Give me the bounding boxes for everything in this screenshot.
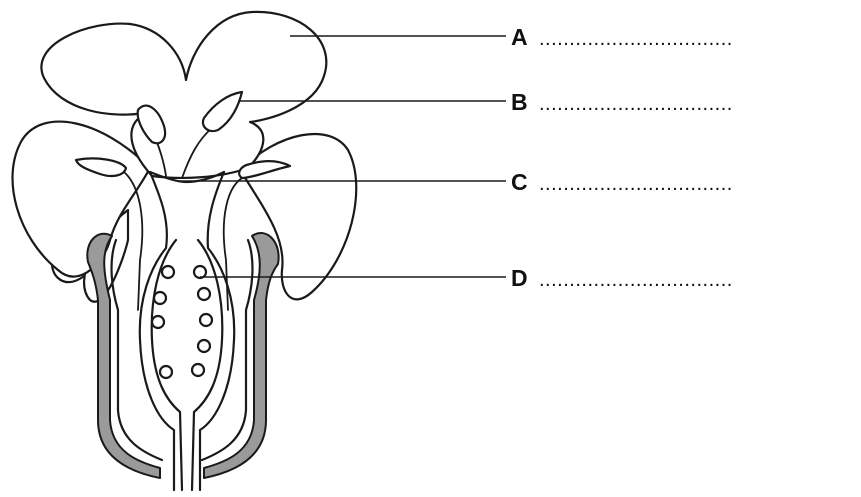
ovary-wall [140,172,174,490]
petal-left-back [13,122,150,277]
receptacle-inner-left [112,240,162,460]
receptacle-outer-left [87,234,160,478]
label-b-answer-line[interactable]: ................................ [539,93,733,115]
label-d-letter: D [511,265,528,291]
label-a-letter: A [511,24,528,50]
label-c-letter: C [511,169,528,195]
label-b-letter: B [511,89,528,115]
label-c-answer-line[interactable]: ................................ [539,173,733,195]
petal-right-back [240,134,356,299]
ovary-wall-right [200,172,234,490]
ovules-right [192,266,212,376]
filament-right-outer [224,176,246,310]
receptacle-outer-right [204,233,279,478]
label-d-answer-line[interactable]: ................................ [539,269,733,291]
label-a-answer-line[interactable]: ................................ [539,28,733,50]
